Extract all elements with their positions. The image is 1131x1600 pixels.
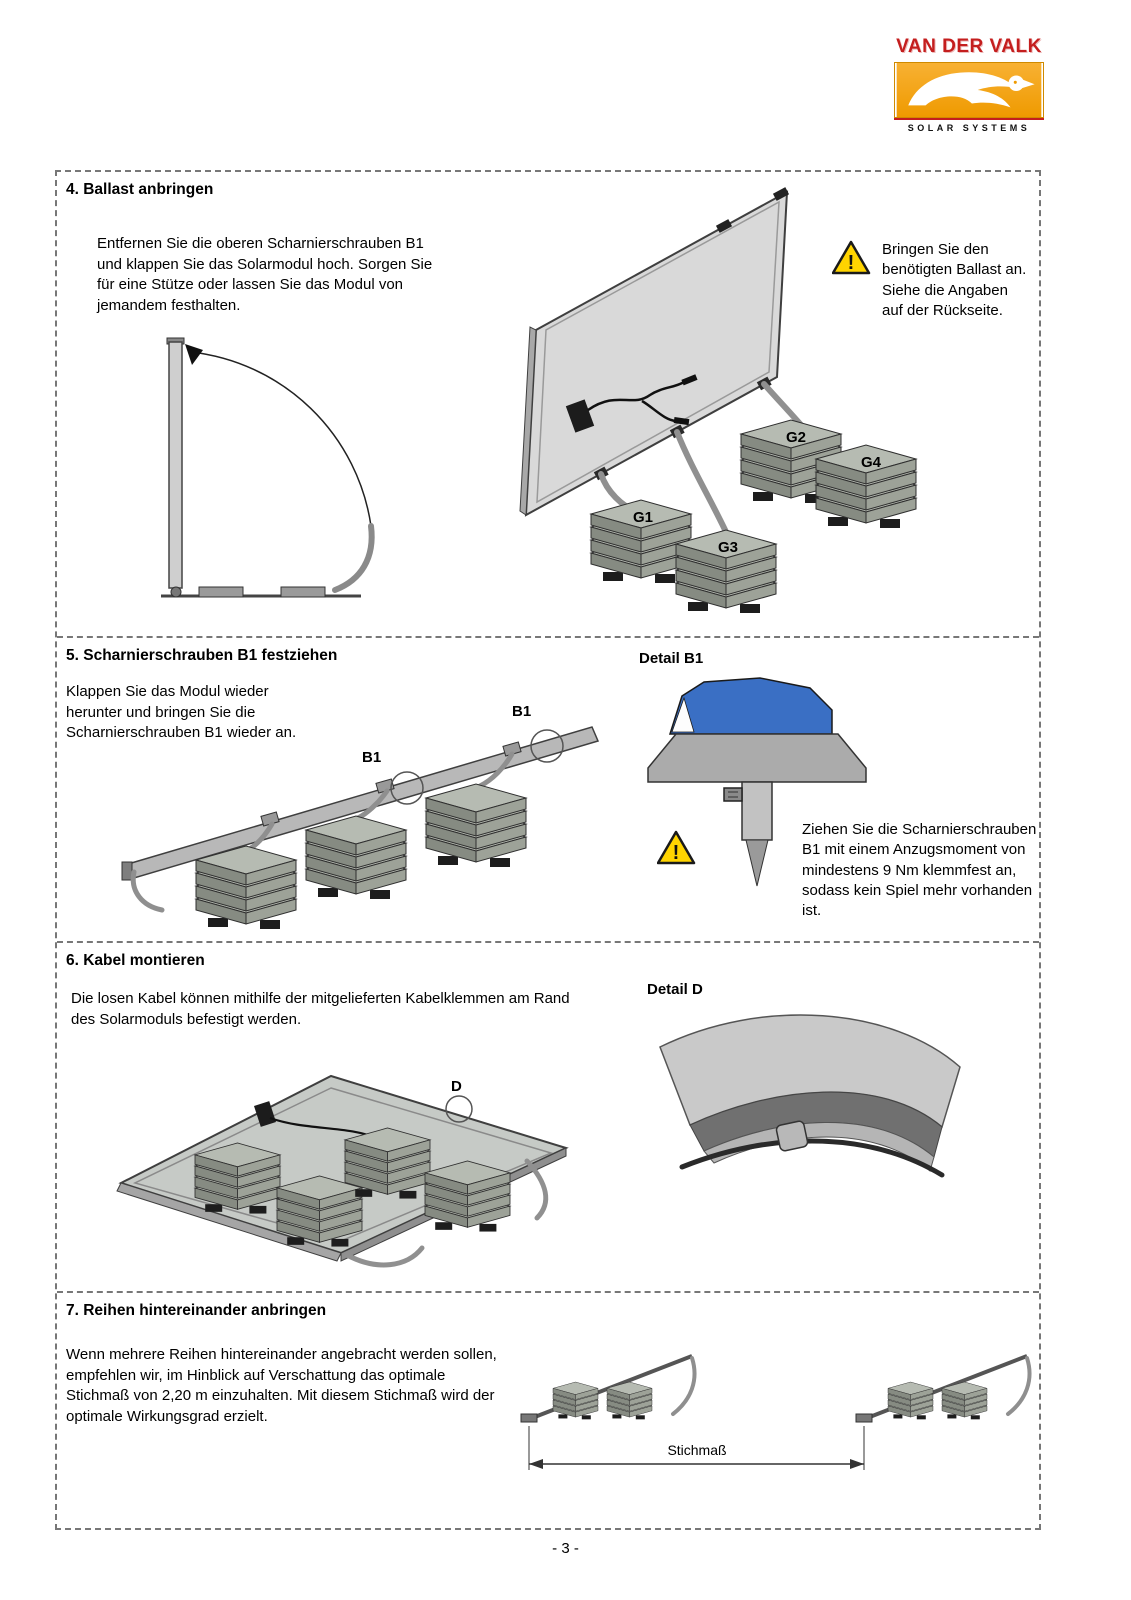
page-number: - 3 -: [552, 1540, 579, 1557]
module-row-front: [521, 1356, 695, 1422]
support-tube: [344, 1245, 425, 1268]
label-g4: G4: [861, 454, 882, 471]
detail-b1-title: Detail B1: [639, 650, 704, 667]
ballast-stack: [196, 846, 296, 929]
dimension-label: Stichmaß: [667, 1442, 726, 1458]
module-corner-blue: [668, 677, 833, 735]
ballast-stack: [306, 816, 406, 899]
fold-up-module-drawing: [161, 337, 375, 598]
arrowhead-icon: [185, 344, 203, 365]
brand-logo: VAN DER VALK SOLAR SYSTEMS: [893, 36, 1045, 135]
cable: [641, 399, 677, 423]
detail-d-drawing: [659, 1014, 961, 1178]
detail-d-title: Detail D: [647, 981, 703, 998]
support-tube: [130, 869, 165, 913]
ballast-warning: Bringen Sie den benötigten Ballast an. S…: [832, 240, 1040, 321]
cable: [587, 380, 685, 412]
d-callout-circle: [445, 1095, 473, 1123]
label-g1: G1: [633, 509, 653, 526]
brand-tagline: SOLAR SYSTEMS: [894, 118, 1044, 135]
b1-bolt: [723, 787, 743, 802]
rotation-arc: [190, 351, 372, 527]
hinge-point: [170, 586, 182, 598]
support-tube: [332, 523, 375, 593]
ballast-stack: [426, 784, 526, 867]
module-lowered-illustration: B1 B1: [121, 703, 600, 936]
module-underside-illustration: D: [116, 1074, 569, 1268]
junction-box: [253, 1101, 277, 1127]
torque-warning-text: Ziehen Sie die Scharnierschrauben B1 mit…: [802, 821, 1037, 919]
arrowhead-icon: [529, 1459, 543, 1469]
section-6-body: Die losen Kabel können mithilfe der mitg…: [71, 990, 570, 1028]
junction-box: [565, 399, 595, 433]
label-b1-left: B1: [362, 749, 381, 766]
section-5-hinge-screws: 5. Scharnierschrauben B1 festziehen Klap…: [57, 638, 1039, 943]
torque-warning: Ziehen Sie die Scharnierschrauben B1 mit…: [657, 820, 1037, 921]
warning-icon: [832, 240, 871, 276]
section-5-title: 5. Scharnierschrauben B1 festziehen: [66, 647, 338, 664]
section-6-cables: 6. Kabel montieren Die losen Kabel könne…: [57, 943, 1039, 1293]
instruction-sheet: 4. Ballast anbringen Entfernen Sie die o…: [55, 170, 1041, 1530]
eagle-logo-icon: [894, 62, 1044, 118]
arrowhead-icon: [850, 1459, 864, 1469]
label-g2: G2: [786, 429, 806, 446]
ballast-placement-illustration: G1 G2 G3 G4: [519, 187, 942, 635]
label-g3: G3: [718, 539, 738, 556]
section-7-rows: 7. Reihen hintereinander anbringen Wenn …: [57, 1293, 1039, 1524]
ballast-warning-text: Bringen Sie den benötigten Ballast an. S…: [882, 241, 1027, 319]
hinge-bracket: [772, 187, 790, 201]
module-row-rear: [856, 1356, 1030, 1422]
cable: [679, 1138, 945, 1178]
hinge-plate: [741, 781, 773, 841]
b1-callout-circle: [530, 729, 564, 763]
section-4-title: 4. Ballast anbringen: [66, 181, 214, 198]
section-6-title: 6. Kabel montieren: [66, 952, 205, 969]
support-tube: [477, 751, 515, 789]
mounting-bracket: [647, 733, 867, 783]
hinge-bracket: [715, 219, 733, 233]
section-5-body: Klappen Sie das Modul wieder herunter un…: [66, 683, 297, 742]
label-d: D: [451, 1078, 462, 1095]
support-tube: [524, 1158, 549, 1221]
section-4-body: Entfernen Sie die oberen Scharnierschrau…: [97, 235, 433, 315]
ballast-stack: [425, 1161, 510, 1232]
b1-callout-circle: [390, 771, 424, 805]
section-7-body: Wenn mehrere Reihen hintereinander angeb…: [66, 1346, 497, 1426]
warning-icon: [657, 830, 696, 866]
section-4-ballast: 4. Ballast anbringen Entfernen Sie die o…: [57, 172, 1039, 638]
row-spacing-illustration: Stichmaß: [507, 1328, 1037, 1470]
section-7-title: 7. Reihen hintereinander anbringen: [66, 1302, 327, 1319]
brand-name: VAN DER VALK: [896, 36, 1042, 57]
hinge-tail: [745, 839, 769, 887]
detail-b1-drawing: [647, 677, 867, 887]
label-b1-right: B1: [512, 703, 531, 720]
cable-clamp: [775, 1120, 809, 1152]
